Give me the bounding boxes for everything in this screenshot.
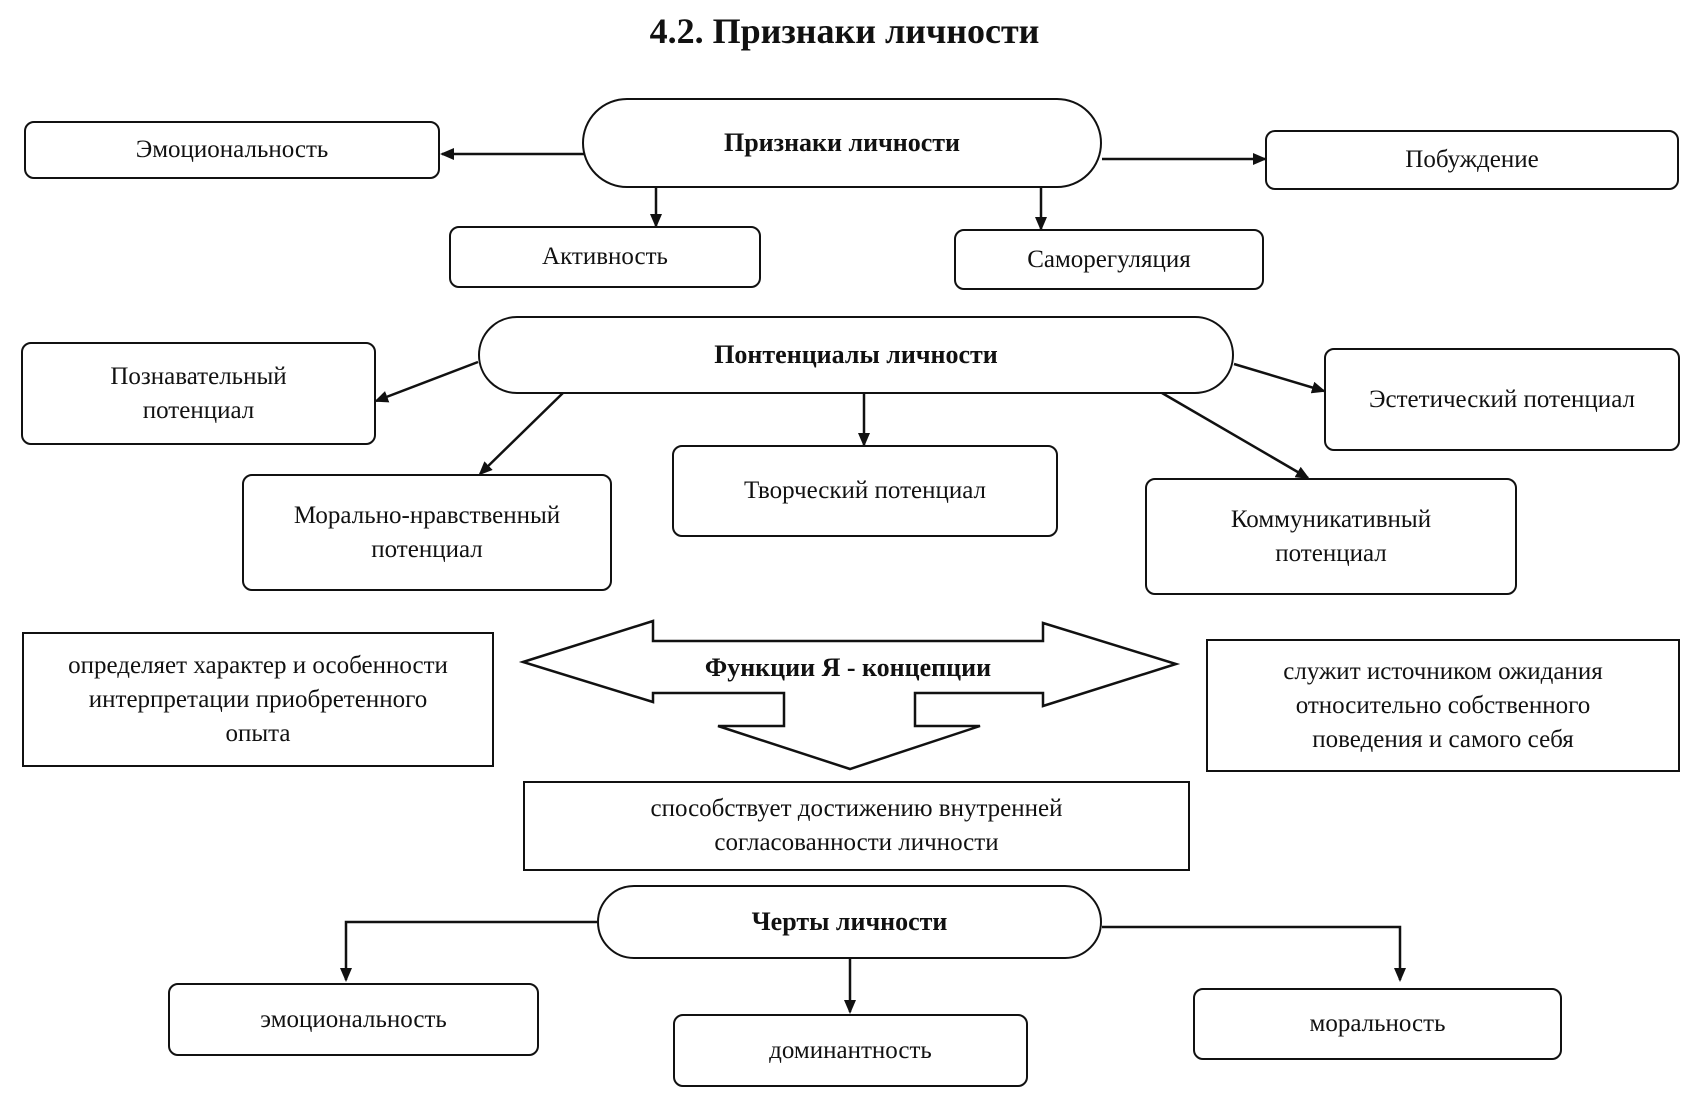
trait-morality-box: моральность	[1193, 988, 1562, 1060]
signs-center-node: Признаки личности	[582, 98, 1102, 188]
trait-emotionality-box: эмоциональность	[168, 983, 539, 1056]
potential-cognitive-box: Познавательный потенциал	[21, 342, 376, 445]
potential-creative-box: Творческий потенциал	[672, 445, 1058, 537]
potentials-center-node: Понтенциалы личности	[478, 316, 1234, 394]
page-title: 4.2. Признаки личности	[649, 11, 1040, 51]
sign-self-regulation-box: Саморегуляция	[954, 229, 1264, 290]
self-concept-left-box: определяет характер и особенности интерп…	[22, 632, 494, 767]
sign-activity-box: Активность	[449, 226, 761, 288]
self-concept-label: Функции Я - концепции	[704, 653, 992, 682]
arrow-traits-to-morality	[1102, 925, 1406, 982]
sign-emotionality-box: Эмоциональность	[24, 121, 440, 179]
self-concept-right-box: служит источником ожидания относительно …	[1206, 639, 1680, 772]
sign-motivation-box: Побуждение	[1265, 130, 1679, 190]
potential-communicative-box: Коммуникативный потенциал	[1145, 478, 1517, 595]
potential-aesthetic-box: Эстетический потенциал	[1324, 348, 1680, 451]
arrow-potentials-to-communicative	[1161, 391, 1310, 480]
self-concept-arrow-shape	[518, 619, 1181, 771]
trait-dominance-box: доминантность	[673, 1014, 1028, 1087]
traits-center-node: Черты личности	[597, 885, 1102, 959]
arrow-potentials-to-moral	[478, 389, 567, 476]
arrow-potentials-to-aesthetic	[1233, 362, 1326, 394]
self-concept-bottom-box: способствует достижению внутренней согла…	[523, 781, 1190, 871]
arrow-traits-to-emotionality	[340, 920, 597, 982]
potential-moral-ethical-box: Морально-нравственный потенциал	[242, 474, 612, 591]
arrow-potentials-to-cognitive	[374, 360, 479, 403]
